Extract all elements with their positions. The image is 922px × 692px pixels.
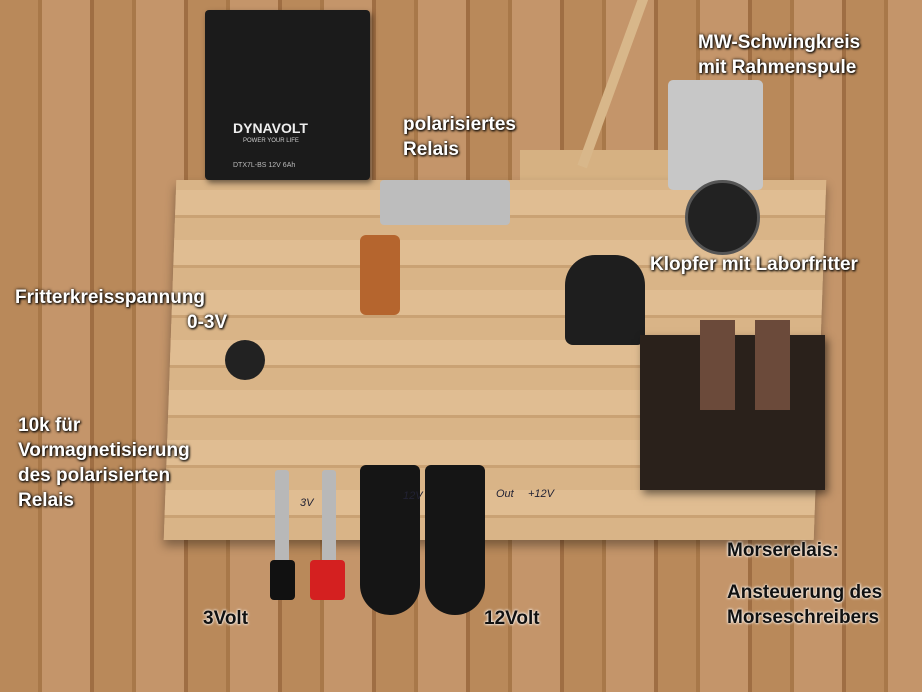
label-morse-title: Morserelais: (727, 540, 839, 561)
label-schwingkreis: MW-Schwingkreis mit Rahmenspule (698, 30, 860, 80)
clip-black-1 (360, 465, 420, 615)
label-morse-desc: Ansteuerung des Morseschreibers (727, 580, 882, 630)
label-3volt: 3Volt (203, 608, 249, 629)
label-line: Ansteuerung des (727, 582, 883, 603)
label-line: Relais (403, 139, 459, 160)
polarized-relay (380, 180, 510, 225)
battery-tagline: POWER YOUR LIFE (243, 138, 299, 144)
label-vormagnetisierung: 10k für Vormagnetisierung des polarisier… (18, 413, 190, 513)
relay-coil (360, 235, 400, 315)
plug-black (270, 560, 295, 600)
label-line: des polarisierten (18, 465, 171, 486)
mark-3v: 3V (300, 497, 314, 509)
relay-2 (755, 320, 790, 410)
tapper (565, 255, 645, 345)
plug-red (310, 560, 345, 600)
label-line: 0-3V (187, 312, 228, 333)
label-fritter: Fritterkreisspannung 0-3V (15, 285, 227, 335)
mark-plus12v: +12V (528, 488, 554, 500)
battery-spec: DTX7L-BS 12V 6Ah (233, 162, 296, 169)
battery: DYNAVOLT POWER YOUR LIFE DTX7L-BS 12V 6A… (205, 10, 370, 180)
potentiometer (225, 340, 265, 380)
clip-silver-1 (275, 470, 289, 565)
clip-silver-2 (322, 470, 336, 565)
relay-1 (700, 320, 735, 410)
mark-out: Out (496, 488, 514, 500)
clip-black-2 (425, 465, 485, 615)
label-line: 10k für (18, 415, 81, 436)
variable-capacitor (668, 80, 763, 190)
label-line: polarisiertes (403, 114, 516, 135)
label-line: Relais (18, 490, 74, 511)
label-12volt: 12Volt (484, 608, 540, 629)
label-klopfer: Klopfer mit Laborfritter (650, 254, 858, 275)
label-line: MW-Schwingkreis (698, 32, 861, 53)
label-line: Vormagnetisierung (18, 440, 190, 461)
label-line: Morseschreibers (727, 607, 880, 628)
morse-relay-box (640, 320, 825, 490)
label-line: Fritterkreisspannung (15, 287, 206, 308)
label-line: mit Rahmenspule (698, 57, 857, 78)
mark-12v: 12V (403, 490, 423, 502)
tuning-knob (685, 180, 760, 255)
battery-brand: DYNAVOLT (233, 120, 308, 136)
label-relais: polarisiertes Relais (403, 112, 516, 162)
